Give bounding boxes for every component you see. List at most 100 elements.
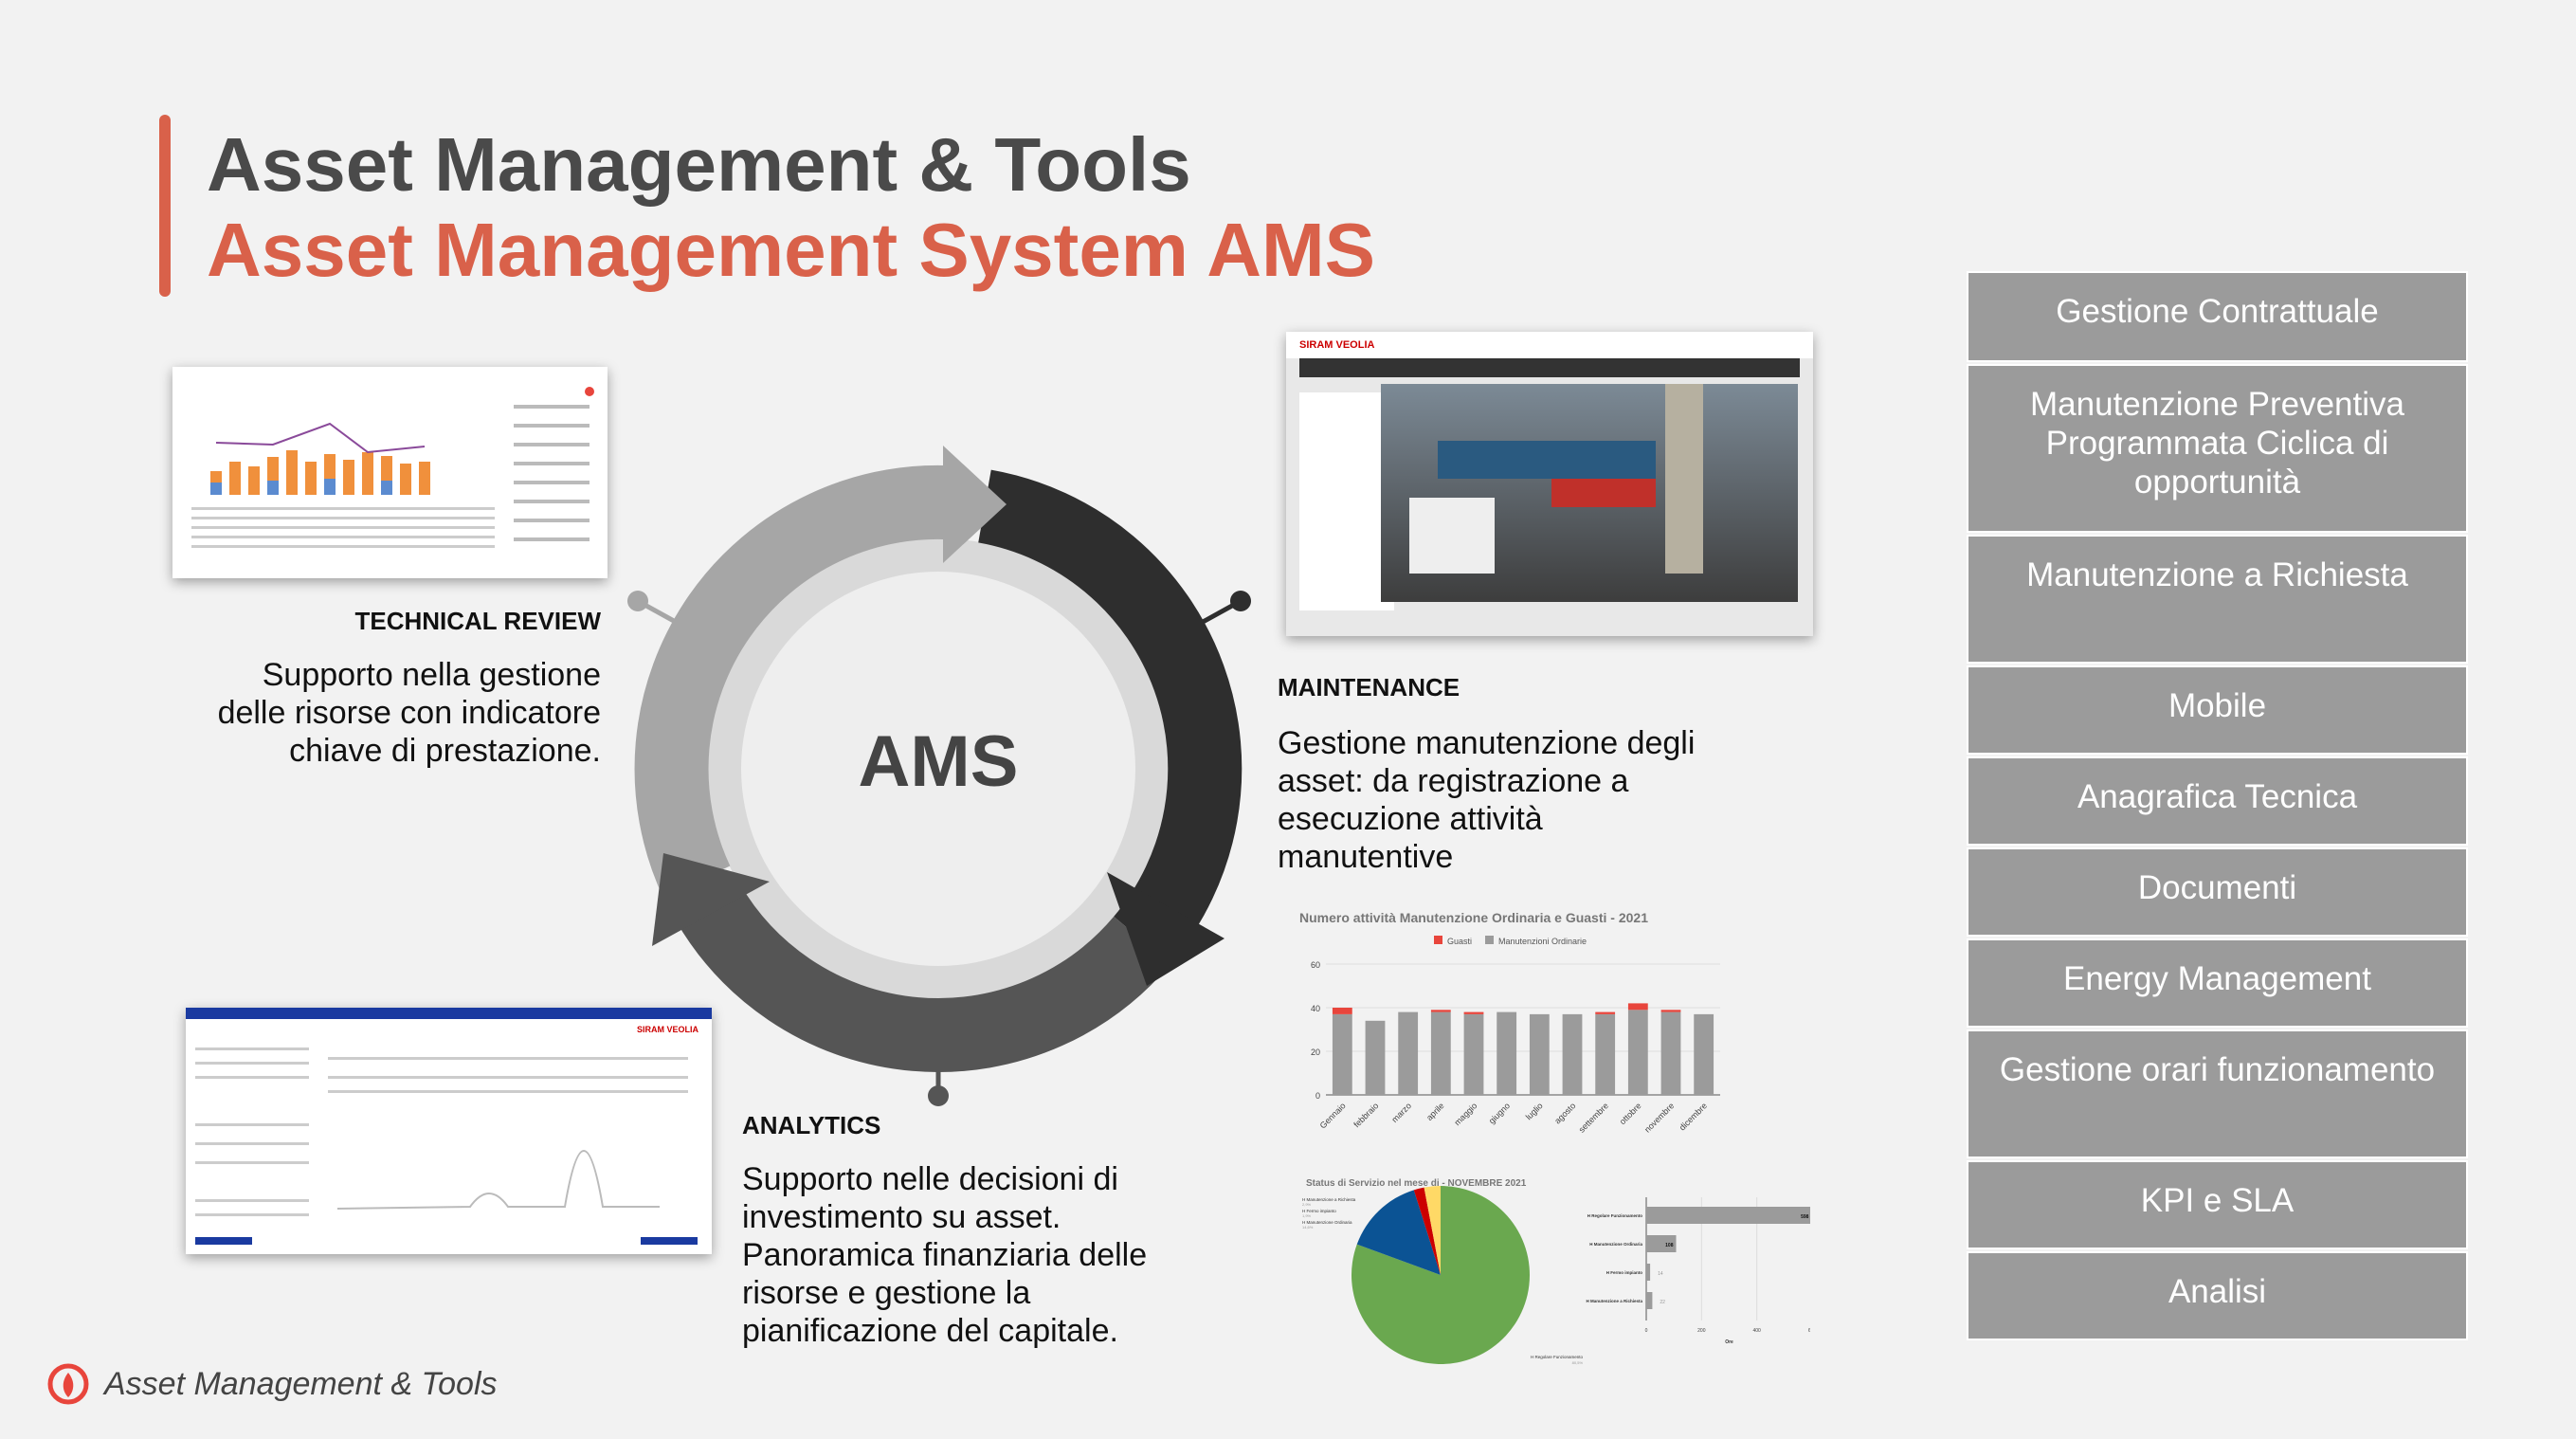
bar-ordinarie	[1529, 1013, 1550, 1095]
hbar	[1646, 1207, 1810, 1224]
bar-ordinarie	[1463, 1013, 1484, 1095]
pie-label: H Fermo impianto	[1302, 1209, 1336, 1213]
menu-item-manutenzione-preventiva[interactable]: Manutenzione Preventiva Programmata Cicl…	[1967, 364, 2468, 533]
maintenance-description: Gestione manutenzione degli asset: da re…	[1278, 725, 1696, 875]
x-tick-label: luglio	[1524, 1101, 1545, 1121]
legend-guasti: Guasti	[1447, 937, 1472, 946]
cycle-arc-technical-review	[634, 464, 965, 898]
x-tick-label: maggio	[1452, 1101, 1478, 1127]
arrowhead-dark	[1107, 872, 1225, 986]
pie-pct: 1,9%	[1302, 1213, 1312, 1218]
bar-ordinarie	[1562, 1013, 1583, 1095]
legend-ordinarie: Manutenzioni Ordinarie	[1498, 937, 1587, 946]
bar-guasti	[1463, 1011, 1484, 1014]
x-tick-label: marzo	[1389, 1101, 1413, 1124]
maintenance-bar-chart: Numero attività Manutenzione Ordinaria e…	[1299, 910, 1720, 1135]
menu-item-documenti[interactable]: Documenti	[1967, 847, 2468, 937]
bar-value-label: 108	[1665, 1243, 1674, 1248]
technical-review-screenshot	[172, 367, 608, 578]
y-tick-label: H Manutenzione Ordinaria	[1589, 1242, 1642, 1247]
x-tick-label: 400	[1752, 1328, 1761, 1334]
bar-guasti	[1595, 1011, 1616, 1014]
bar-ordinarie	[1627, 1010, 1648, 1095]
feature-menu: Gestione Contrattuale Manutenzione Preve…	[1967, 271, 2468, 1342]
hbar	[1646, 1264, 1651, 1281]
x-tick-label: febbraio	[1351, 1101, 1380, 1129]
menu-item-manutenzione-richiesta[interactable]: Manutenzione a Richiesta	[1967, 535, 2468, 664]
menu-item-anagrafica-tecnica[interactable]: Anagrafica Tecnica	[1967, 756, 2468, 846]
page-subtitle: Asset Management System AMS	[207, 208, 1375, 292]
cycle-arc-analytics	[676, 883, 1170, 1072]
pie-pct: 80,5%	[1572, 1360, 1584, 1365]
pie-label: H Manutenzione a Richiesta	[1302, 1197, 1356, 1202]
connector-dot-analytics	[928, 1085, 949, 1106]
menu-item-energy-management[interactable]: Energy Management	[1967, 938, 2468, 1028]
x-tick-label: giugno	[1487, 1101, 1512, 1125]
bar-ordinarie	[1694, 1013, 1714, 1095]
bar-value-label: 598	[1801, 1214, 1809, 1220]
menu-item-mobile[interactable]: Mobile	[1967, 665, 2468, 755]
y-tick-label: H Manutenzione a Richiesta	[1586, 1299, 1642, 1303]
maintenance-screenshot: SIRAM VEOLIA	[1286, 332, 1813, 636]
legend-swatch-guasti	[1434, 936, 1442, 944]
bar-guasti	[1430, 1010, 1451, 1012]
bar-guasti	[1627, 1003, 1648, 1011]
bar-value-label: 14	[1658, 1271, 1663, 1277]
analytics-label: ANALYTICS	[742, 1111, 881, 1139]
technical-review-label: TECHNICAL REVIEW	[354, 607, 601, 635]
pie-slice	[1356, 1190, 1441, 1275]
x-axis-label: Ore	[1725, 1339, 1733, 1345]
footer-text: Asset Management & Tools	[104, 1365, 498, 1402]
analytics-screenshot: SIRAM VEOLIA	[186, 1008, 712, 1254]
maintenance-brand: SIRAM VEOLIA	[1286, 332, 1813, 358]
bar-ordinarie	[1365, 1020, 1386, 1095]
x-tick-label: agosto	[1552, 1101, 1577, 1125]
y-tick-label: 60	[1311, 960, 1320, 970]
cycle-center-disk	[741, 572, 1135, 966]
bar-guasti	[1332, 1008, 1352, 1014]
hbar	[1646, 1235, 1677, 1252]
pie-slice	[1413, 1187, 1441, 1275]
menu-item-kpi-sla[interactable]: KPI e SLA	[1967, 1160, 2468, 1249]
menu-item-gestione-contrattuale[interactable]: Gestione Contrattuale	[1967, 271, 2468, 362]
technical-review-description: Supporto nella gestione delle risorse co…	[217, 657, 601, 769]
title-accent-bar	[159, 115, 171, 297]
x-tick-label: settembre	[1577, 1101, 1610, 1134]
pie-chart-title: Status di Servizio nel mese di - NOVEMBR…	[1306, 1178, 1527, 1189]
x-tick-label: 600	[1808, 1328, 1810, 1334]
bar-ordinarie	[1398, 1011, 1419, 1095]
x-tick-label: 0	[1645, 1328, 1648, 1334]
cycle-center-label: AMS	[858, 721, 1019, 802]
connector-dot-technical-review	[627, 591, 648, 611]
y-tick-label: H Fermo impianto	[1606, 1270, 1643, 1275]
hbar	[1646, 1292, 1653, 1309]
x-tick-label: novembre	[1642, 1101, 1676, 1134]
arrowhead-light	[943, 446, 1007, 563]
connector-dot-maintenance	[1230, 591, 1251, 611]
pie-label: H Manutenzione Ordinaria	[1302, 1220, 1352, 1225]
x-tick-label: aprile	[1424, 1101, 1446, 1122]
menu-item-gestione-orari[interactable]: Gestione orari funzionamento	[1967, 1029, 2468, 1158]
bar-guasti	[1660, 1010, 1681, 1012]
bar-ordinarie	[1595, 1013, 1616, 1095]
page-title: Asset Management & Tools	[207, 122, 1191, 207]
x-tick-label: dicembre	[1678, 1101, 1709, 1132]
bar-ordinarie	[1660, 1011, 1681, 1095]
x-tick-label: 200	[1697, 1328, 1706, 1334]
x-tick-label: ottobre	[1618, 1101, 1643, 1126]
y-tick-label: H Regolare Funzionamento	[1587, 1213, 1643, 1218]
veolia-logo-icon	[47, 1363, 89, 1405]
pie-pct: 14,6%	[1302, 1225, 1314, 1230]
arrowhead-medium	[652, 853, 770, 946]
bar-ordinarie	[1332, 1013, 1352, 1095]
menu-item-analisi[interactable]: Analisi	[1967, 1251, 2468, 1340]
bar-ordinarie	[1497, 1011, 1517, 1095]
pie-pct: 2,9%	[1302, 1202, 1312, 1207]
analytics-description: Supporto nelle decisioni di investimento…	[742, 1161, 1148, 1349]
bar-ordinarie	[1430, 1011, 1451, 1095]
y-tick-label: 0	[1315, 1091, 1320, 1101]
bar-chart-title: Numero attività Manutenzione Ordinaria e…	[1299, 910, 1648, 925]
pie-slice	[1424, 1186, 1441, 1275]
legend-swatch-ordinarie	[1485, 936, 1494, 944]
